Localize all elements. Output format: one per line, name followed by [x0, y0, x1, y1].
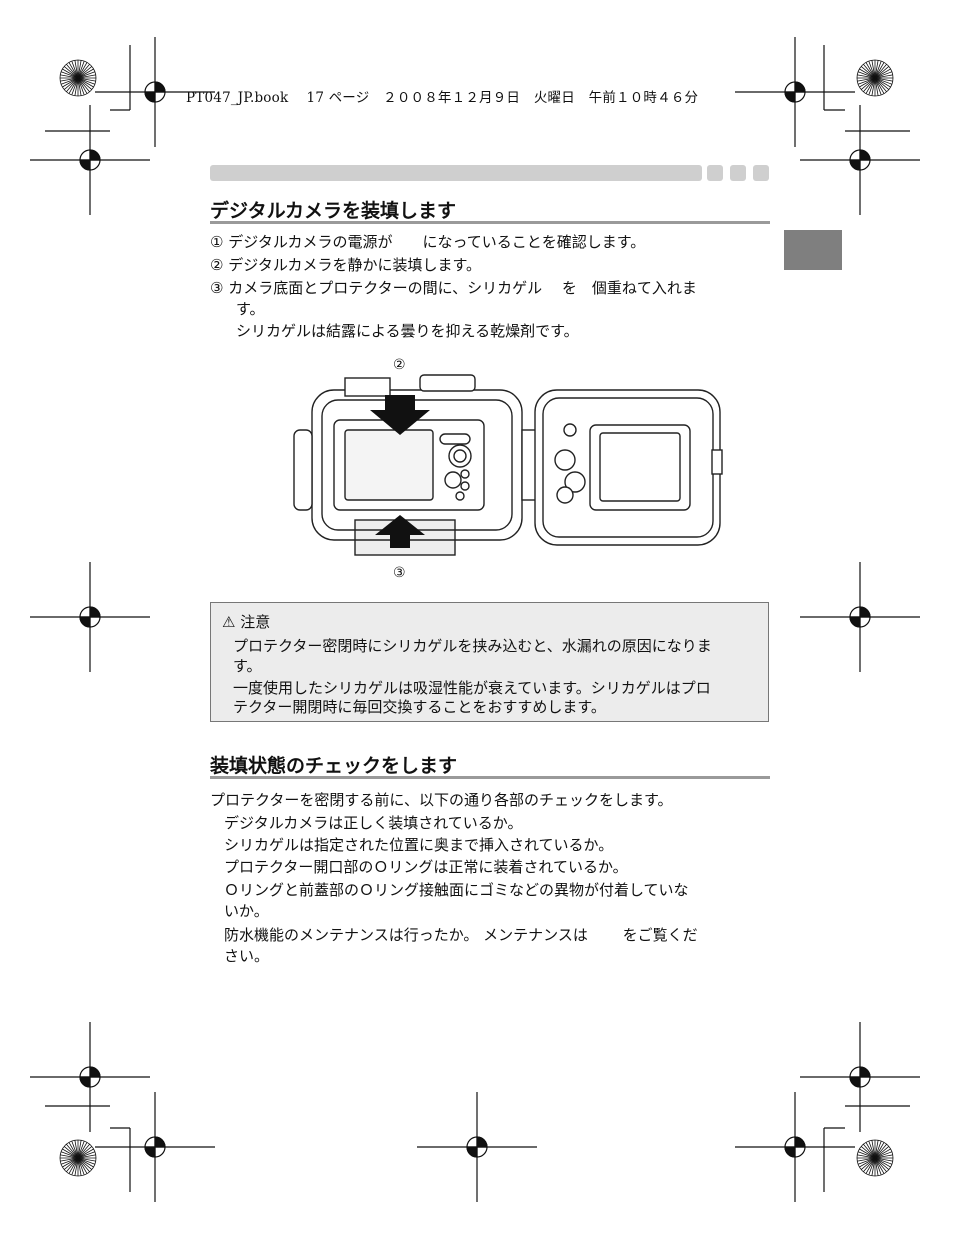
check-item: デジタルカメラは正しく装填されているか。 [224, 814, 523, 832]
figure-label-2: ② [393, 357, 406, 373]
section-square [730, 165, 746, 181]
registration-target [735, 37, 855, 147]
title-rule [210, 221, 770, 224]
section2-title: 装填状態のチェックをします [210, 755, 458, 777]
title-rule [210, 776, 770, 779]
registration-target [800, 105, 920, 215]
registration-target [800, 562, 920, 672]
step-3: ③ カメラ底面とプロテクターの間に、シリカゲル を 個重ねて入れま [210, 279, 697, 297]
registration-target [30, 105, 150, 215]
step-1: ① デジタルカメラの電源が になっていることを確認します。 [210, 233, 646, 251]
caution-title: ⚠ 注意 [222, 613, 271, 631]
caution-line: す。 [233, 657, 262, 675]
step-3-note: シリカゲルは結露による曇りを抑える乾燥剤です。 [236, 322, 579, 340]
registration-target [95, 1092, 215, 1202]
registration-target [95, 37, 215, 147]
caution-line: テクター開閉時に毎回交換することをおすすめします。 [233, 698, 606, 716]
chapter-tab [784, 230, 842, 270]
figure-label-3: ③ [393, 565, 406, 581]
step-3-cont: す。 [236, 300, 265, 318]
caution-line: プロテクター密閉時にシリカゲルを挟み込むと、水漏れの原因になりま [233, 637, 712, 655]
step-2: ② デジタルカメラを静かに装填します。 [210, 256, 481, 274]
starburst-mark [856, 1139, 894, 1177]
section-square [707, 165, 723, 181]
registration-target [30, 1022, 150, 1132]
starburst-mark [856, 59, 894, 97]
caution-box [210, 602, 769, 722]
starburst-mark [59, 59, 97, 97]
check-item: プロテクター開口部のＯリングは正常に装着されているか。 [224, 858, 628, 876]
camera-housing-illustration [293, 374, 723, 556]
check-item: 防水機能のメンテナンスは行ったか。 メンテナンスは をご覧くだ [224, 926, 698, 944]
check-item: シリカゲルは指定された位置に奥まで挿入されているか。 [224, 836, 614, 854]
registration-target [30, 562, 150, 672]
registration-target [735, 1092, 855, 1202]
starburst-mark [59, 1139, 97, 1177]
registration-target [417, 1092, 537, 1202]
section-bar [210, 165, 702, 181]
section-square [753, 165, 769, 181]
caution-line: 一度使用したシリカゲルは吸湿性能が衰えています。シリカゲルはプロ [233, 679, 711, 697]
check-item: Ｏリングと前蓋部のＯリング接触面にゴミなどの異物が付着していな [224, 881, 689, 899]
section2-intro: プロテクターを密閉する前に、以下の通り各部のチェックをします。 [210, 791, 673, 809]
section1-title: デジタルカメラを装填します [210, 200, 457, 222]
check-item-cont: いか。 [224, 902, 269, 920]
check-item-cont: さい。 [224, 947, 270, 965]
page-header: PT047_JP.book 17 ページ ２００８年１２月９日 火曜日 午前１０… [186, 90, 699, 106]
registration-target [800, 1022, 920, 1132]
